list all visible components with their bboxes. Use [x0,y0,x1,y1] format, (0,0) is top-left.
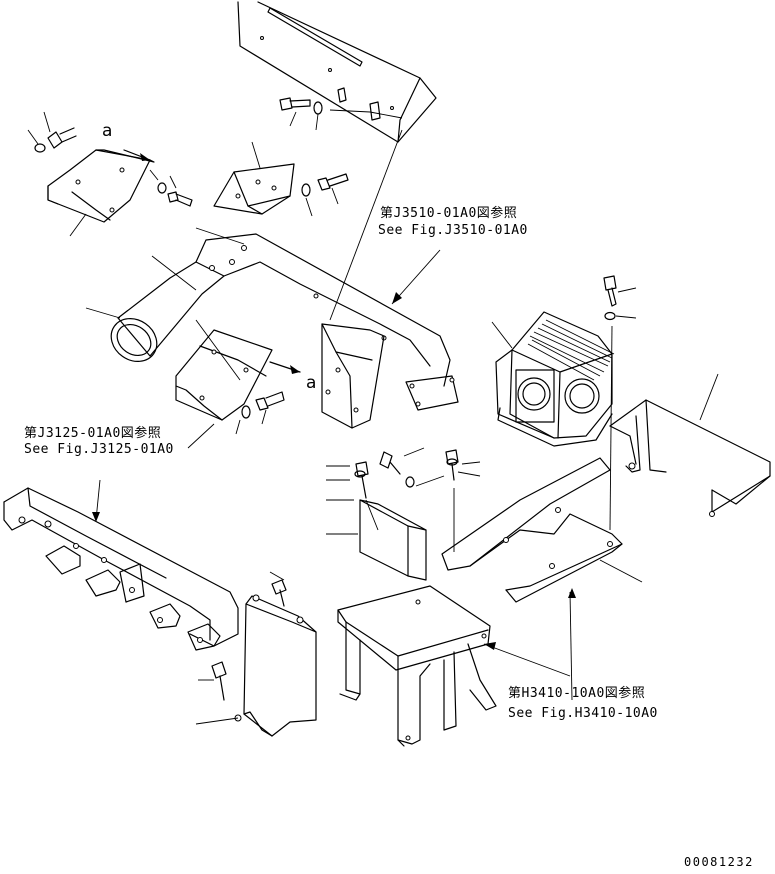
view-marker-lower: a [306,373,316,393]
bolt-center-mid [379,451,401,475]
top-washer [313,101,323,115]
reference-j3125-en: See Fig.J3125-01A0 [24,442,174,457]
top-cover-plate [237,1,437,143]
bolt-cover-lower [211,661,227,701]
top-stud-2 [369,101,381,121]
top-bolt [279,97,311,111]
reference-j3510-jp: 第J3510-01A0図参照 [380,205,517,221]
heater-unit [495,311,615,447]
bolt-mid-left [167,191,193,207]
washer-center-mid [405,476,415,488]
mounting-rail [441,457,623,603]
small-angle-bracket [359,499,427,581]
reference-h3410-jp: 第H3410-10A0図参照 [508,685,645,701]
upper-right-bracket [213,163,295,215]
washer-center-left [354,470,366,478]
right-cover [609,399,771,517]
bolt-heater [603,275,617,307]
bolt-shank [59,127,77,143]
lower-left-bracket [175,329,273,421]
left-cover-plate [234,594,317,737]
view-arrow-upper [123,149,151,161]
view-marker-upper: a [102,121,112,141]
drawing-number: 00081232 [684,855,754,869]
bolt-upper-right [317,173,349,191]
reference-h3410-en: See Fig.H3410-10A0 [508,706,658,721]
reference-j3510-en: See Fig.J3510-01A0 [378,223,528,238]
bolt-lower-left [255,391,285,411]
washer-heater [604,311,616,321]
support-stand [337,585,497,747]
washer-mid-left [157,182,167,194]
bolt-center-left [355,461,369,499]
washer-lower-left [241,405,251,419]
top-stud [337,87,347,103]
reference-j3125-jp: 第J3125-01A0図参照 [24,425,161,441]
upper-left-bracket [47,149,155,223]
washer-upper-left [34,143,46,153]
left-frame-rail [3,487,239,651]
view-arrow-lower [269,361,301,374]
washer-upper-right [301,183,311,197]
bolt-cover-upper [271,579,287,607]
intake-duct [110,233,459,411]
washer-center-right [446,458,458,466]
duct-support [321,323,385,429]
